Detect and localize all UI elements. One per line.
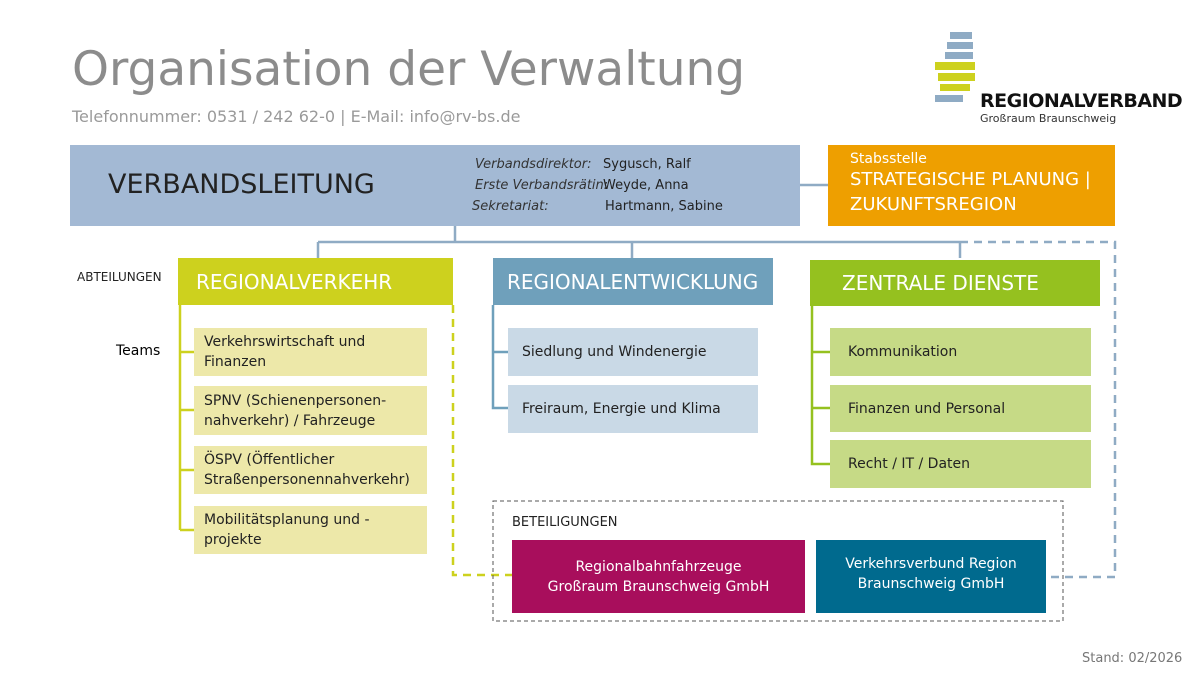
stand-date: Stand: 02/2026	[1082, 651, 1183, 666]
logo-icon	[935, 32, 975, 102]
page-title: Organisation der Verwaltung	[72, 42, 746, 97]
role-name: Sygusch, Ralf	[603, 157, 691, 172]
beteiligung-line: Verkehrsverbund Region	[845, 556, 1017, 572]
logo-name: REGIONALVERBAND	[980, 90, 1183, 112]
team-box: Mobilitätsplanung und -projekte	[194, 506, 427, 554]
stabsstelle-line1: STRATEGISCHE PLANUNG |	[850, 169, 1091, 190]
logo: REGIONALVERBAND Großraum Braunschweig	[935, 30, 1183, 130]
team-box: Kommunikation	[830, 328, 1091, 376]
logo-sub: Großraum Braunschweig	[980, 112, 1117, 125]
dept-regionalentwicklung: REGIONALENTWICKLUNG	[493, 258, 773, 305]
team-box: Verkehrswirtschaft und Finanzen	[194, 328, 427, 376]
team-box: Siedlung und Windenergie	[508, 328, 758, 376]
beteiligung-line: Braunschweig GmbH	[857, 576, 1005, 592]
beteiligungen-label: BETEILIGUNGEN	[512, 515, 618, 530]
team-box: SPNV (Schienenpersonen-nahverkehr) / Fah…	[194, 386, 427, 435]
abteilungen-label: ABTEILUNGEN	[77, 270, 162, 284]
contact-info: Telefonnummer: 0531 / 242 62-0 | E-Mail:…	[72, 107, 521, 126]
role-label: Sekretariat:	[472, 199, 549, 214]
team-box: Freiraum, Energie und Klima	[508, 385, 758, 433]
stabsstelle-box: Stabsstelle STRATEGISCHE PLANUNG | ZUKUN…	[828, 145, 1115, 226]
teams-label: Teams	[116, 343, 161, 359]
dept-zentrale-dienste: ZENTRALE DIENSTE	[810, 260, 1100, 306]
beteiligung-line: Großraum Braunschweig GmbH	[547, 579, 770, 595]
beteiligung-line: Regionalbahnfahrzeuge	[575, 559, 742, 575]
role-name: Weyde, Anna	[603, 178, 689, 193]
team-box: Finanzen und Personal	[830, 385, 1091, 432]
role-name: Hartmann, Sabine	[605, 199, 723, 214]
role-label: Verbandsdirektor:	[475, 157, 592, 172]
verbandsleitung-box: VERBANDSLEITUNG Verbandsdirektor: Sygusc…	[70, 145, 800, 226]
verbandsleitung-title: VERBANDSLEITUNG	[108, 169, 375, 200]
team-box: Recht / IT / Daten	[830, 440, 1091, 488]
team-box: ÖSPV (Öffentlicher Straßenpersonennahver…	[194, 446, 427, 494]
dept-regionalverkehr: REGIONALVERKEHR	[178, 258, 453, 305]
stabsstelle-line2: ZUKUNFTSREGION	[850, 194, 1017, 215]
stabsstelle-label: Stabsstelle	[850, 151, 927, 167]
role-label: Erste Verbandsrätin:	[475, 178, 609, 193]
